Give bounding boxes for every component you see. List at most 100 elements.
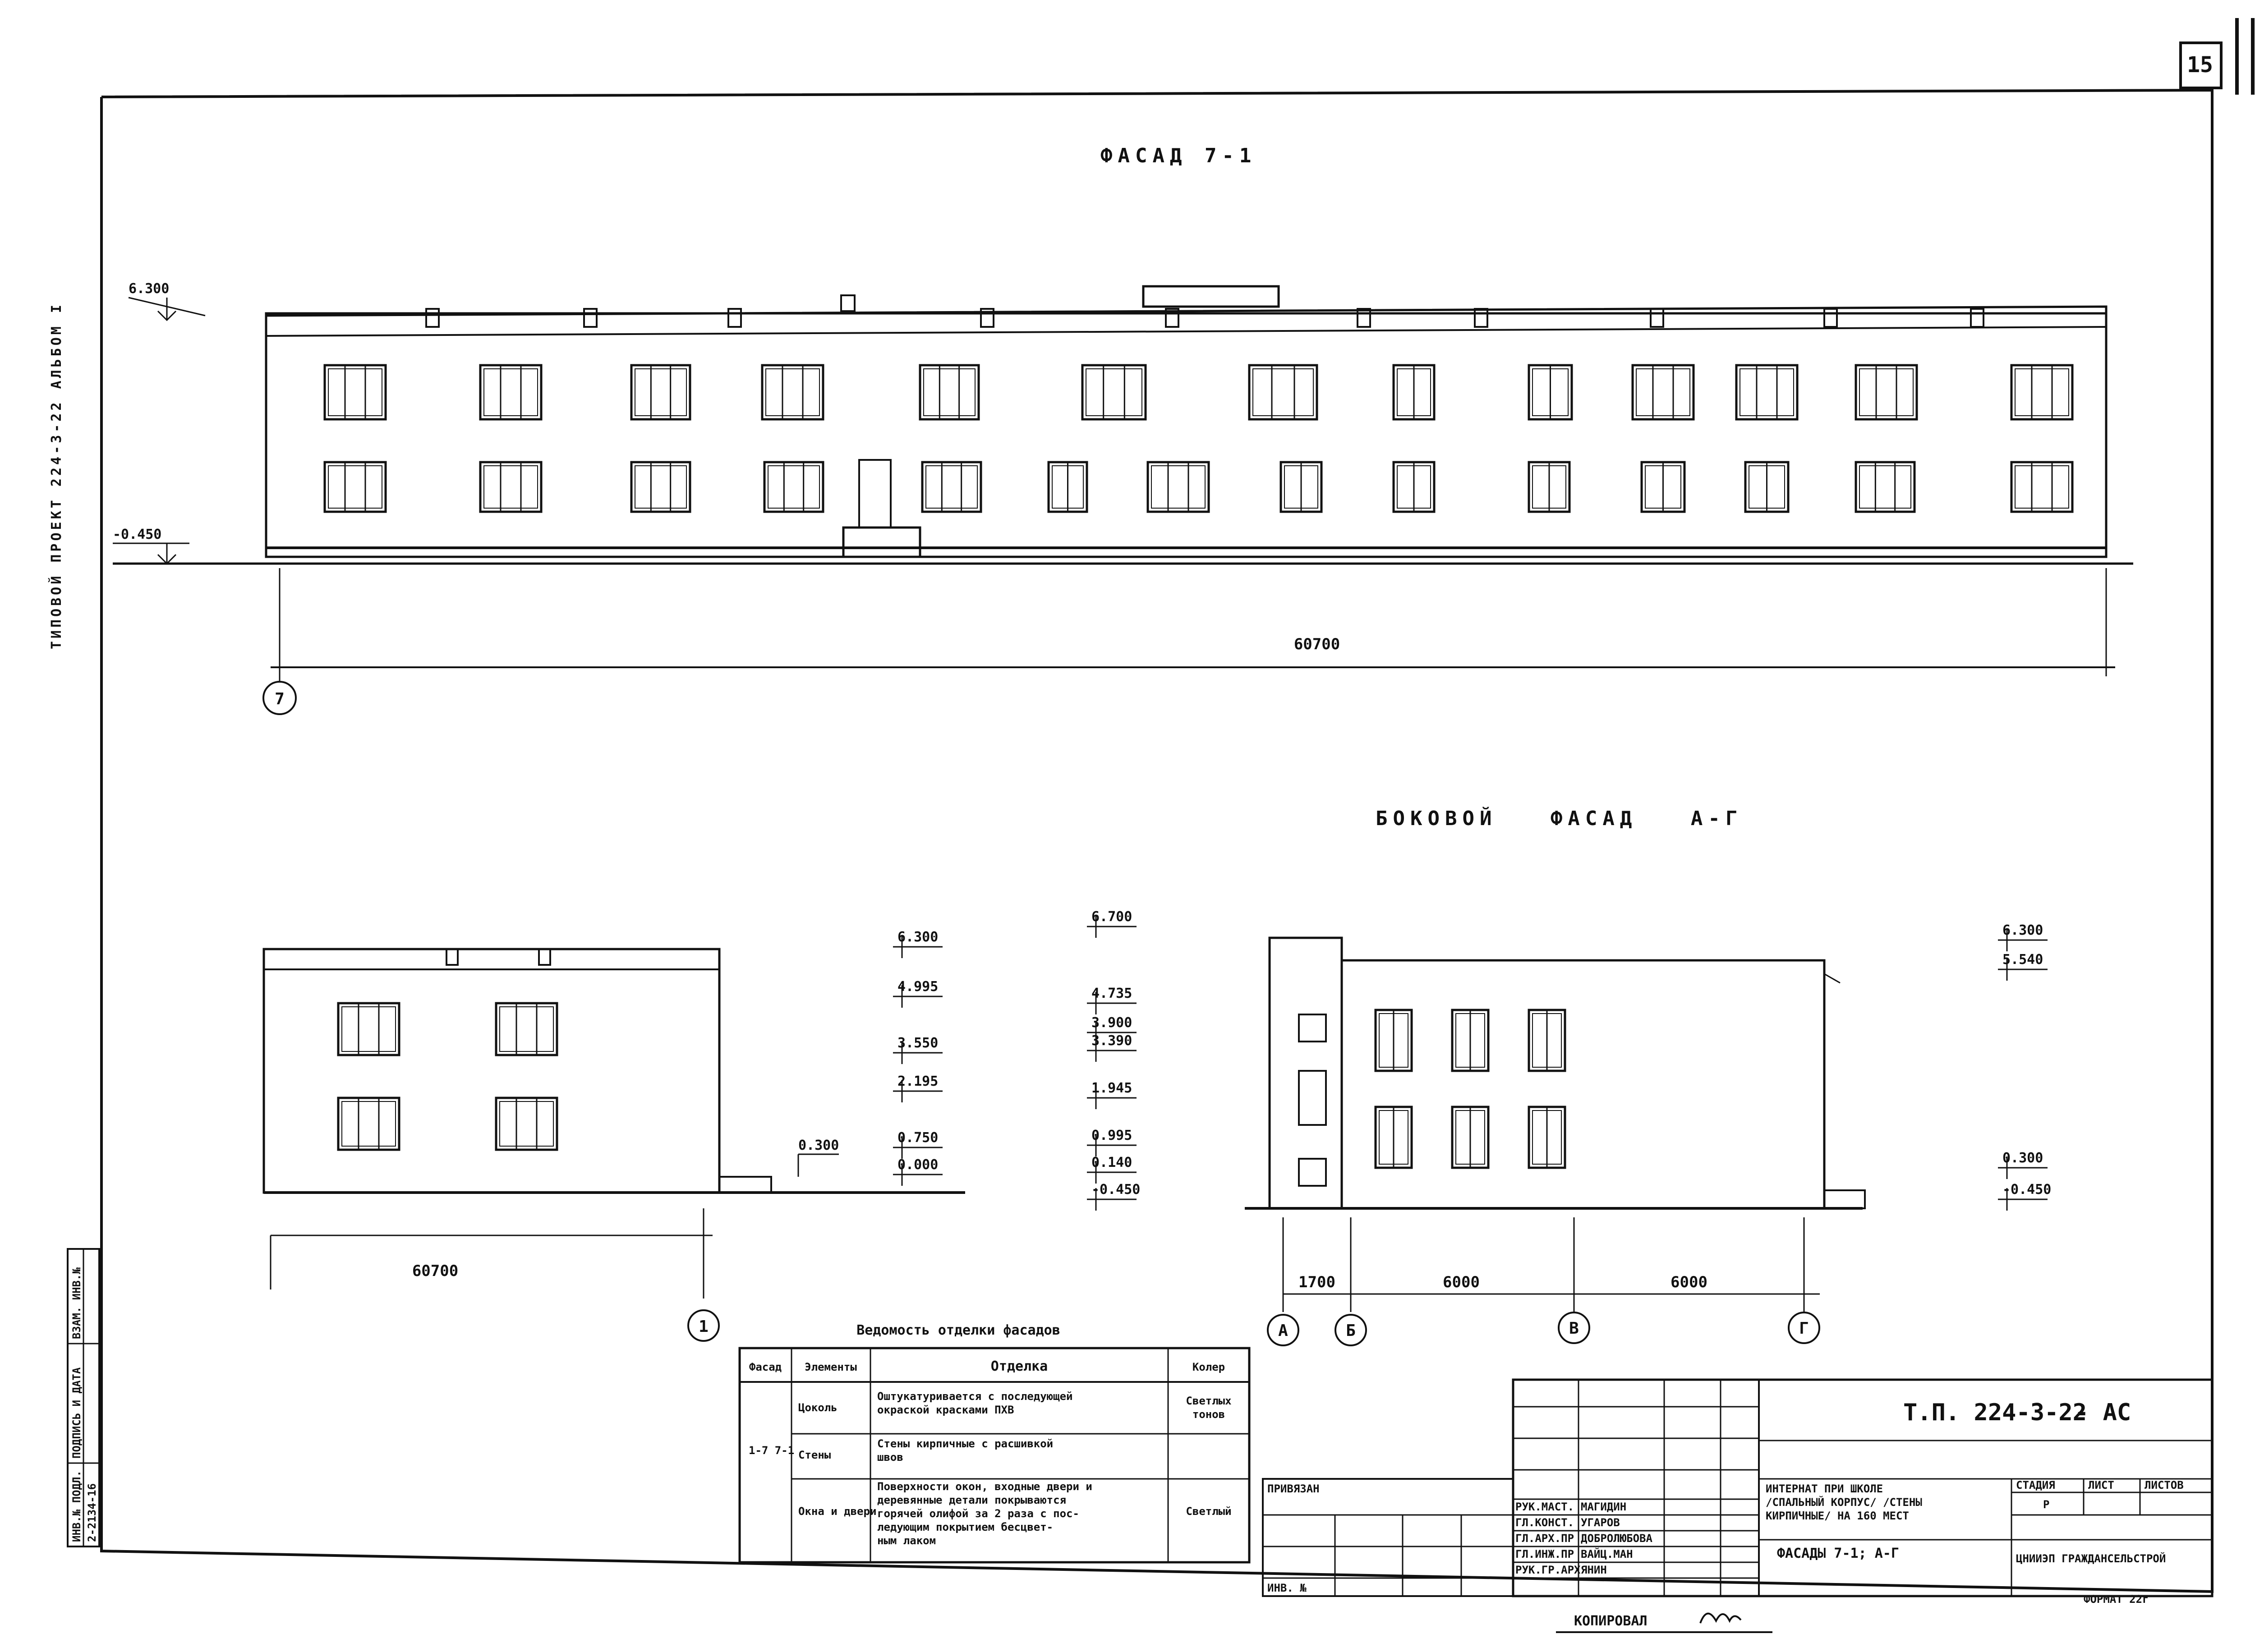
org-name: ЦНИИЭП ГРАЖДАНСЕЛЬСТРОЙ [2016, 1552, 2166, 1565]
project-name-2: /СПАЛЬНЫЙ КОРПУС/ /СТЕНЫ [1766, 1496, 1922, 1509]
window-lower [1528, 461, 1571, 513]
side-right-window [1528, 1009, 1566, 1072]
side-left-window [495, 1002, 558, 1056]
svg-text:ледующим покрытием бесцвет-: ледующим покрытием бесцвет- [877, 1521, 1053, 1533]
level-mark-bottom: -0.450 [113, 527, 189, 565]
svg-text:окраской красками ПХВ: окраской красками ПХВ [877, 1404, 1014, 1416]
level-label: 6.300 [897, 929, 938, 945]
level-label: 6.700 [1091, 909, 1132, 925]
svg-text:7: 7 [275, 690, 285, 708]
dim-2: 6000 [1443, 1273, 1480, 1291]
window-upper [323, 364, 387, 421]
svg-text:Стены кирпичные с расшивкой: Стены кирпичные с расшивкой [877, 1437, 1053, 1450]
side-right-window [1374, 1106, 1413, 1169]
svg-text:60700: 60700 [1294, 635, 1340, 653]
svg-text:1-7 7-1: 1-7 7-1 [749, 1444, 794, 1457]
level-label: 3.390 [1091, 1033, 1132, 1049]
level-label: 6.300 [2002, 922, 2043, 938]
window-lower [1146, 461, 1210, 513]
window-lower [921, 461, 982, 513]
roof-vent [583, 308, 598, 328]
roof-vent [1823, 308, 1838, 328]
window-upper [1248, 364, 1318, 421]
window-upper [1855, 364, 1918, 421]
level-label: 5.540 [2002, 952, 2043, 968]
svg-text:Поверхности окон, входные двер: Поверхности окон, входные двери и [877, 1480, 1092, 1493]
side-left-window [495, 1097, 558, 1151]
svg-text:0.300: 0.300 [798, 1138, 839, 1153]
sheet-number-box [2179, 41, 2223, 89]
side-facade-left: 60700 1 [262, 948, 965, 1342]
svg-text:ВЗАМ. ИНВ.№: ВЗАМ. ИНВ.№ [70, 1267, 83, 1339]
roof-vent [727, 308, 742, 328]
stamp-privyazan: ПРИВЯЗАН [1267, 1482, 1320, 1495]
axis-a: А [1278, 1322, 1288, 1340]
window-lower [2010, 461, 2074, 513]
left-stamp-strip: ИНВ.№ ПОДЛ. ПОДПИСЬ И ДАТА ВЗАМ. ИНВ.№ 2… [67, 1248, 100, 1547]
level-label: 0.995 [1091, 1128, 1132, 1143]
roof-vent [1970, 308, 1984, 328]
facade-main-vents [425, 308, 1984, 328]
svg-text:тонов: тонов [1192, 1408, 1225, 1421]
role-label: РУК.МАСТ. [1515, 1501, 1574, 1513]
window-upper [1081, 364, 1147, 421]
window-lower [1392, 461, 1436, 513]
level-label: -0.450 [2002, 1182, 2051, 1198]
side-right-dimensions: 1700 6000 6000 А Б В Г [1267, 1217, 1820, 1346]
svg-text:горячей олифой за 2 раза с пос: горячей олифой за 2 раза с пос- [877, 1507, 1079, 1520]
svg-text:Светлый: Светлый [1186, 1505, 1231, 1518]
window-lower [323, 461, 387, 513]
roof-vent [1357, 308, 1371, 328]
role-label: ГЛ.ИНЖ.ПР [1515, 1548, 1574, 1560]
axis-bubble-7: 7 [262, 582, 297, 715]
svg-text:ПОДПИСЬ И ДАТА: ПОДПИСЬ И ДАТА [70, 1367, 83, 1459]
window-lower [1047, 461, 1088, 513]
role-name: ДОБРОЛЮБОВА [1581, 1532, 1652, 1545]
level-label: 3.550 [897, 1035, 938, 1051]
window-upper [1631, 364, 1695, 421]
window-lower [479, 461, 543, 513]
svg-text:2-2134-16: 2-2134-16 [86, 1483, 98, 1542]
role-label: ГЛ.КОНСТ. [1515, 1516, 1574, 1529]
svg-text:КОПИРОВАЛ: КОПИРОВАЛ [1574, 1613, 1648, 1629]
stage-header: СТАДИЯ [2016, 1479, 2055, 1491]
svg-text:6.300: 6.300 [129, 281, 169, 297]
side-right-window [1528, 1106, 1566, 1169]
role-name: УГАРОВ [1581, 1516, 1620, 1529]
level-label: 0.140 [1091, 1155, 1132, 1170]
side-project-title: ТИПОВОЙ ПРОЕКТ 224-3-22 АЛЬБОМ I [48, 302, 64, 649]
role-name: ВАЙЦ.МАН [1581, 1547, 1633, 1560]
side-left-axis: 1 [699, 1317, 709, 1336]
axis-b: Б [1346, 1322, 1356, 1340]
side-facade-title: БОКОВОЙ ФАСАД А-Г [1376, 806, 1743, 830]
level-label: 4.735 [1091, 986, 1132, 1001]
level-label: 4.995 [897, 979, 938, 995]
svg-text:ным лаком: ным лаком [877, 1534, 936, 1547]
title-block-roles: РУК.МАСТ.МАГИДИНГЛ.КОНСТ.УГАРОВГЛ.АРХ.ПР… [1515, 1501, 1652, 1576]
facade-main-title: ФАСАД 7-1 [1100, 144, 1256, 167]
roof-vent [1165, 308, 1179, 328]
role-name: ЯНИН [1581, 1564, 1607, 1576]
window-lower [1744, 461, 1790, 513]
format-label: ФОРМАТ 22г [2084, 1593, 2149, 1606]
window-upper [1528, 364, 1573, 421]
dim-3: 6000 [1671, 1273, 1707, 1291]
window-upper [2010, 364, 2074, 421]
svg-text:ИНВ.№ ПОДЛ.: ИНВ.№ ПОДЛ. [70, 1470, 83, 1542]
window-upper [1735, 364, 1799, 421]
axis-g: Г [1799, 1319, 1809, 1338]
svg-text:Колер: Колер [1192, 1361, 1225, 1373]
sheet-number: 15 [2187, 52, 2213, 78]
side-left-dim: 60700 [412, 1262, 458, 1280]
roof-vent [1650, 308, 1664, 328]
doc-code: Т.П. 224-3-22 [1903, 1399, 2087, 1426]
list-header: ЛИСТ [2088, 1479, 2114, 1491]
svg-text:Фасад: Фасад [749, 1361, 782, 1373]
level-scale-stair: 6.7004.7353.9003.3901.9450.9950.140-0.45… [1087, 909, 1140, 1211]
stage-value: Р [2043, 1498, 2049, 1511]
window-upper [761, 364, 824, 421]
dimension-line-main: 60700 [271, 568, 2115, 676]
